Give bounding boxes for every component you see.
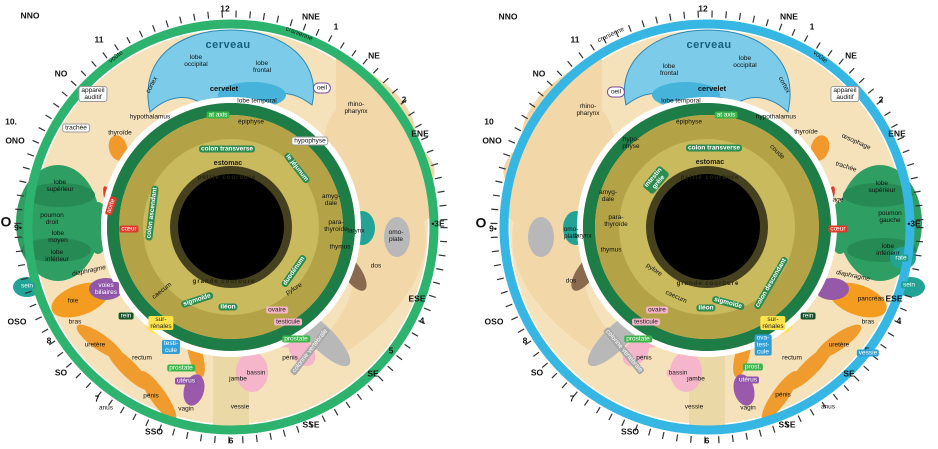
scapula-shape xyxy=(384,217,410,257)
rectum-ray-shape xyxy=(106,346,150,390)
pelvis-zone-shape xyxy=(236,352,268,392)
pupil xyxy=(178,174,284,280)
colon-ring xyxy=(107,103,355,351)
iris-outer-ring xyxy=(23,19,439,435)
tick-ring xyxy=(490,10,924,444)
pelvic-ray-shape xyxy=(139,371,177,421)
white-gap-ring xyxy=(101,97,361,357)
left-iris-art xyxy=(490,10,938,444)
tick-ring xyxy=(14,10,448,444)
thyroid-shape xyxy=(108,135,128,161)
lung-upper-lobe-shape xyxy=(25,183,95,207)
iris-outer-ring xyxy=(499,19,915,435)
right-iris-art xyxy=(13,10,448,444)
lung-lower-lobe-shape xyxy=(21,238,91,262)
